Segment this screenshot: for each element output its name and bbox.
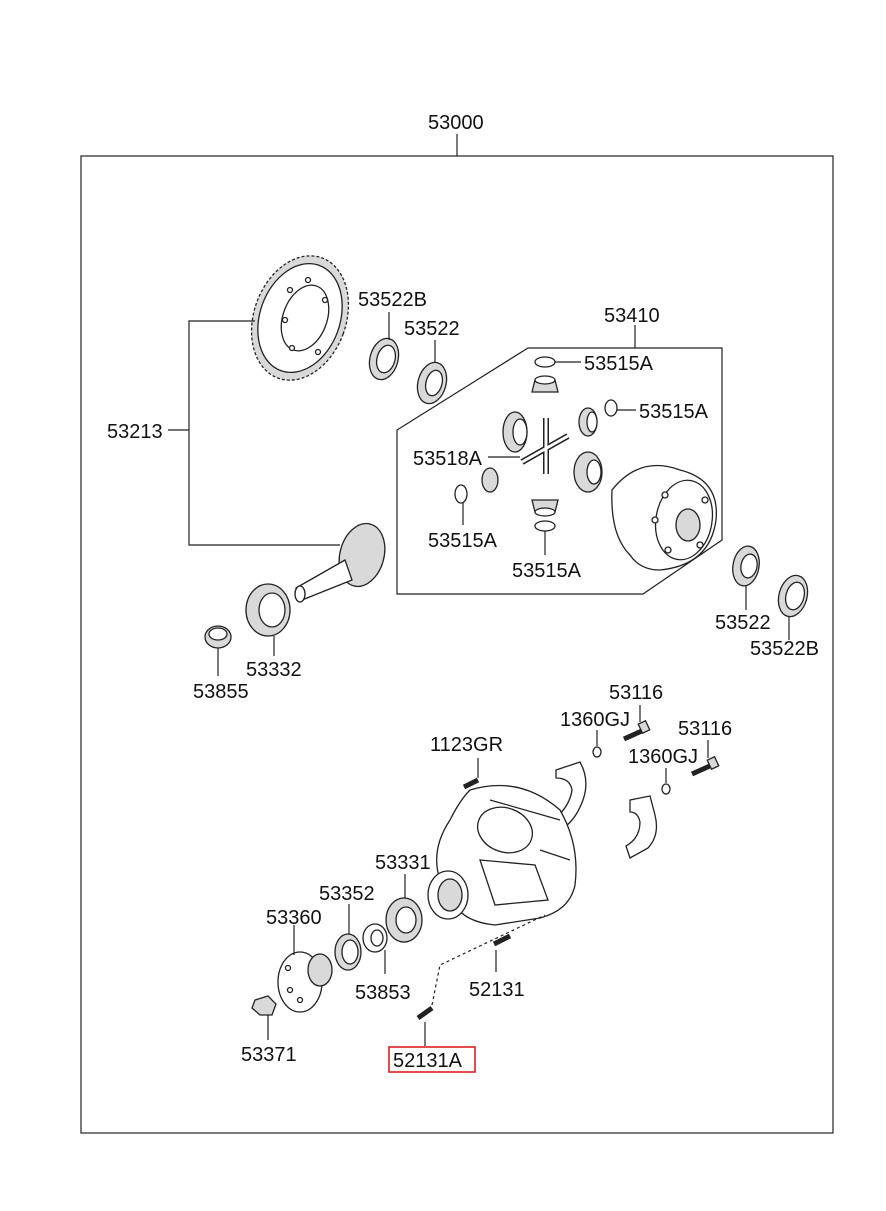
- label-53515a-right[interactable]: 53515A: [639, 401, 709, 423]
- washer-1360gj-top: [592, 746, 602, 758]
- label-53522b-top[interactable]: 53522B: [358, 289, 427, 311]
- stud-52131: [492, 933, 512, 947]
- label-53515a-left[interactable]: 53515A: [428, 530, 498, 552]
- stud-52131a: [416, 1005, 434, 1021]
- label-53522-right[interactable]: 53522: [715, 612, 771, 634]
- label-53410[interactable]: 53410: [604, 305, 660, 327]
- label-1123gr[interactable]: 1123GR: [430, 734, 503, 756]
- thrust-washer-top: [534, 356, 556, 368]
- label-53515a-top[interactable]: 53515A: [584, 353, 654, 375]
- label-53522-top[interactable]: 53522: [404, 318, 460, 340]
- spacer-53352: [334, 933, 362, 971]
- bearing-53522-right: [732, 545, 760, 587]
- carrier-housing: [436, 784, 577, 926]
- label-53331[interactable]: 53331: [375, 852, 431, 874]
- bolt-53116-right: [690, 755, 720, 777]
- diff-case-box: [396, 347, 723, 595]
- thrust-washer-right: [604, 399, 618, 417]
- pinion-gear-top: [531, 375, 559, 393]
- bolt-53116-top: [622, 719, 651, 742]
- label-1360gj-top[interactable]: 1360GJ: [560, 709, 630, 731]
- assembly-frame: [80, 155, 834, 1134]
- pinion-shaft: [520, 418, 570, 474]
- label-53332[interactable]: 53332: [246, 659, 302, 681]
- plug-1123gr: [462, 777, 480, 790]
- side-gear-right: [573, 451, 603, 493]
- bearing-53522-top: [416, 361, 448, 405]
- label-52131[interactable]: 52131: [469, 979, 525, 1001]
- shim-53853: [362, 923, 388, 953]
- label-53213[interactable]: 53213: [107, 421, 163, 443]
- label-53116-right[interactable]: 53116: [678, 718, 732, 740]
- pinion-gear-bottom: [531, 499, 559, 517]
- bearing-53522b-top: [368, 337, 400, 381]
- label-53853[interactable]: 53853: [355, 982, 411, 1004]
- label-53352[interactable]: 53352: [319, 883, 375, 905]
- side-gear-upper-right: [578, 407, 598, 437]
- thrust-washer-left: [454, 484, 468, 504]
- differential-case: [611, 464, 717, 571]
- bearing-53331: [385, 897, 423, 943]
- bearing-53522b-right: [777, 574, 809, 618]
- pinion-gear-left: [481, 467, 499, 493]
- label-52131a[interactable]: 52131A: [393, 1050, 463, 1072]
- label-53360[interactable]: 53360: [266, 907, 322, 929]
- bearing-cap-lower: [625, 795, 658, 859]
- label-53000[interactable]: 53000: [428, 112, 484, 134]
- label-53522b-right[interactable]: 53522B: [750, 638, 819, 660]
- oil-seal-53855: [204, 625, 232, 649]
- label-53515a-bottom[interactable]: 53515A: [512, 560, 582, 582]
- thrust-washer-bottom: [534, 520, 556, 532]
- label-53116-top[interactable]: 53116: [609, 682, 663, 704]
- companion-flange-53360: [277, 951, 333, 1013]
- nut-53371: [251, 995, 277, 1016]
- label-53371[interactable]: 53371: [241, 1044, 297, 1066]
- ring-gear: [250, 255, 350, 381]
- label-53518a[interactable]: 53518A: [413, 448, 483, 470]
- label-53855[interactable]: 53855: [193, 681, 249, 703]
- side-gear-left: [502, 411, 528, 453]
- highlight-box-52131a: [388, 1046, 476, 1073]
- pinion-bearing-53332: [245, 583, 291, 637]
- label-1360gj-right[interactable]: 1360GJ: [628, 746, 698, 768]
- carrier-neck: [427, 870, 469, 920]
- washer-1360gj-right: [661, 783, 671, 795]
- drive-pinion: [294, 522, 386, 603]
